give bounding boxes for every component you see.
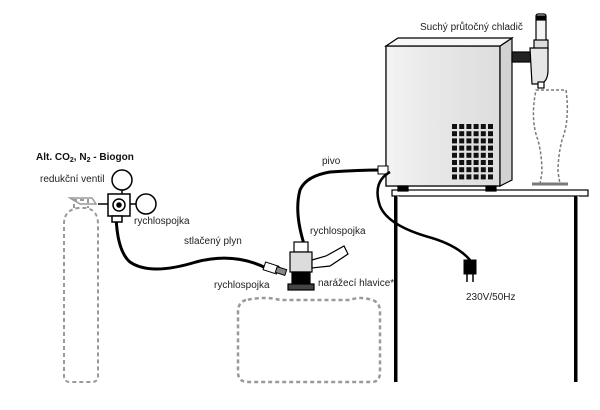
vent-cell <box>480 152 486 158</box>
vent-cell <box>480 145 486 151</box>
beer-glass <box>532 89 569 186</box>
label-pressurized-gas: stlačený plyn <box>184 236 242 247</box>
gas-cylinder <box>63 199 99 383</box>
vent-cell <box>466 124 472 129</box>
vent-cell <box>459 160 465 165</box>
power-plug <box>463 259 477 282</box>
vent-cell <box>452 160 457 165</box>
label-power: 230V/50Hz <box>466 292 515 303</box>
vent-cell <box>473 160 479 165</box>
vent-cell <box>473 174 479 180</box>
beer-inlet-connector <box>377 165 389 175</box>
vent-cell <box>488 167 493 173</box>
label-gas-type: Alt. CO2, N2 - Biogon <box>36 152 134 164</box>
gas-title-sub2: 2 <box>87 157 91 164</box>
gas-hose <box>114 209 267 271</box>
vent-cell <box>480 131 486 137</box>
vent-cell <box>452 131 457 137</box>
label-quick-coupler-beer: rychlospojka <box>310 226 366 237</box>
vent-cell <box>473 138 479 144</box>
gas-title-mid: , N <box>74 152 87 163</box>
vent-cell <box>473 167 479 173</box>
vent-cell <box>466 167 472 173</box>
vent-cell <box>466 131 472 137</box>
vent-cell <box>466 160 472 165</box>
vent-cell <box>488 152 493 158</box>
gas-title-sub1: 2 <box>70 157 74 164</box>
vent-cell <box>480 124 486 129</box>
label-regulator: redukční ventil <box>40 174 104 185</box>
pressure-regulator <box>98 169 157 223</box>
vent-cell <box>452 138 457 144</box>
vent-cell <box>473 152 479 158</box>
label-beer: pivo <box>322 156 341 167</box>
vent-cell <box>459 124 465 129</box>
label-cooler: Suchý průtočný chladič <box>420 21 523 33</box>
keg-coupler-head <box>287 241 349 291</box>
vent-cell <box>466 174 472 180</box>
vent-cell <box>488 160 493 165</box>
vent-cell <box>452 174 457 180</box>
vent-cell <box>480 138 486 144</box>
gas-title-suffix: - Biogon <box>90 152 133 163</box>
vent-cell <box>459 131 465 137</box>
vent-cell <box>473 145 479 151</box>
cooler-unit <box>384 36 514 192</box>
vent-cell <box>466 138 472 144</box>
gas-title-prefix: Alt. CO <box>36 152 70 163</box>
cooler-vent-grid <box>452 124 493 180</box>
cylinder-valve <box>67 197 98 205</box>
vent-cell <box>480 167 486 173</box>
vent-cell <box>452 145 457 151</box>
vent-cell <box>473 131 479 137</box>
vent-cell <box>488 145 493 151</box>
vent-cell <box>459 167 465 173</box>
vent-cell <box>452 152 457 158</box>
vent-cell <box>466 152 472 158</box>
gas-quick-coupler <box>262 261 288 277</box>
tap-faucet <box>511 13 549 89</box>
vent-cell <box>488 124 493 129</box>
beer-hose <box>296 168 385 245</box>
vent-cell <box>488 131 493 137</box>
vent-cell <box>480 174 486 180</box>
vent-cell <box>459 145 465 151</box>
keg <box>236 296 382 384</box>
vent-cell <box>452 167 457 173</box>
power-cable <box>376 170 471 261</box>
label-quick-coupler-gas: rychlospojka <box>134 216 190 227</box>
table <box>391 189 589 382</box>
vent-cell <box>459 152 465 158</box>
vent-cell <box>459 138 465 144</box>
vent-cell <box>488 138 493 144</box>
vent-cell <box>452 124 457 129</box>
vent-cell <box>466 145 472 151</box>
label-quick-coupler-keg: rychlospojka <box>214 280 270 291</box>
vent-cell <box>473 124 479 129</box>
label-keg-head: narážecí hlavice* <box>318 278 394 289</box>
vent-cell <box>488 174 493 180</box>
vent-cell <box>459 174 465 180</box>
vent-cell <box>480 160 486 165</box>
